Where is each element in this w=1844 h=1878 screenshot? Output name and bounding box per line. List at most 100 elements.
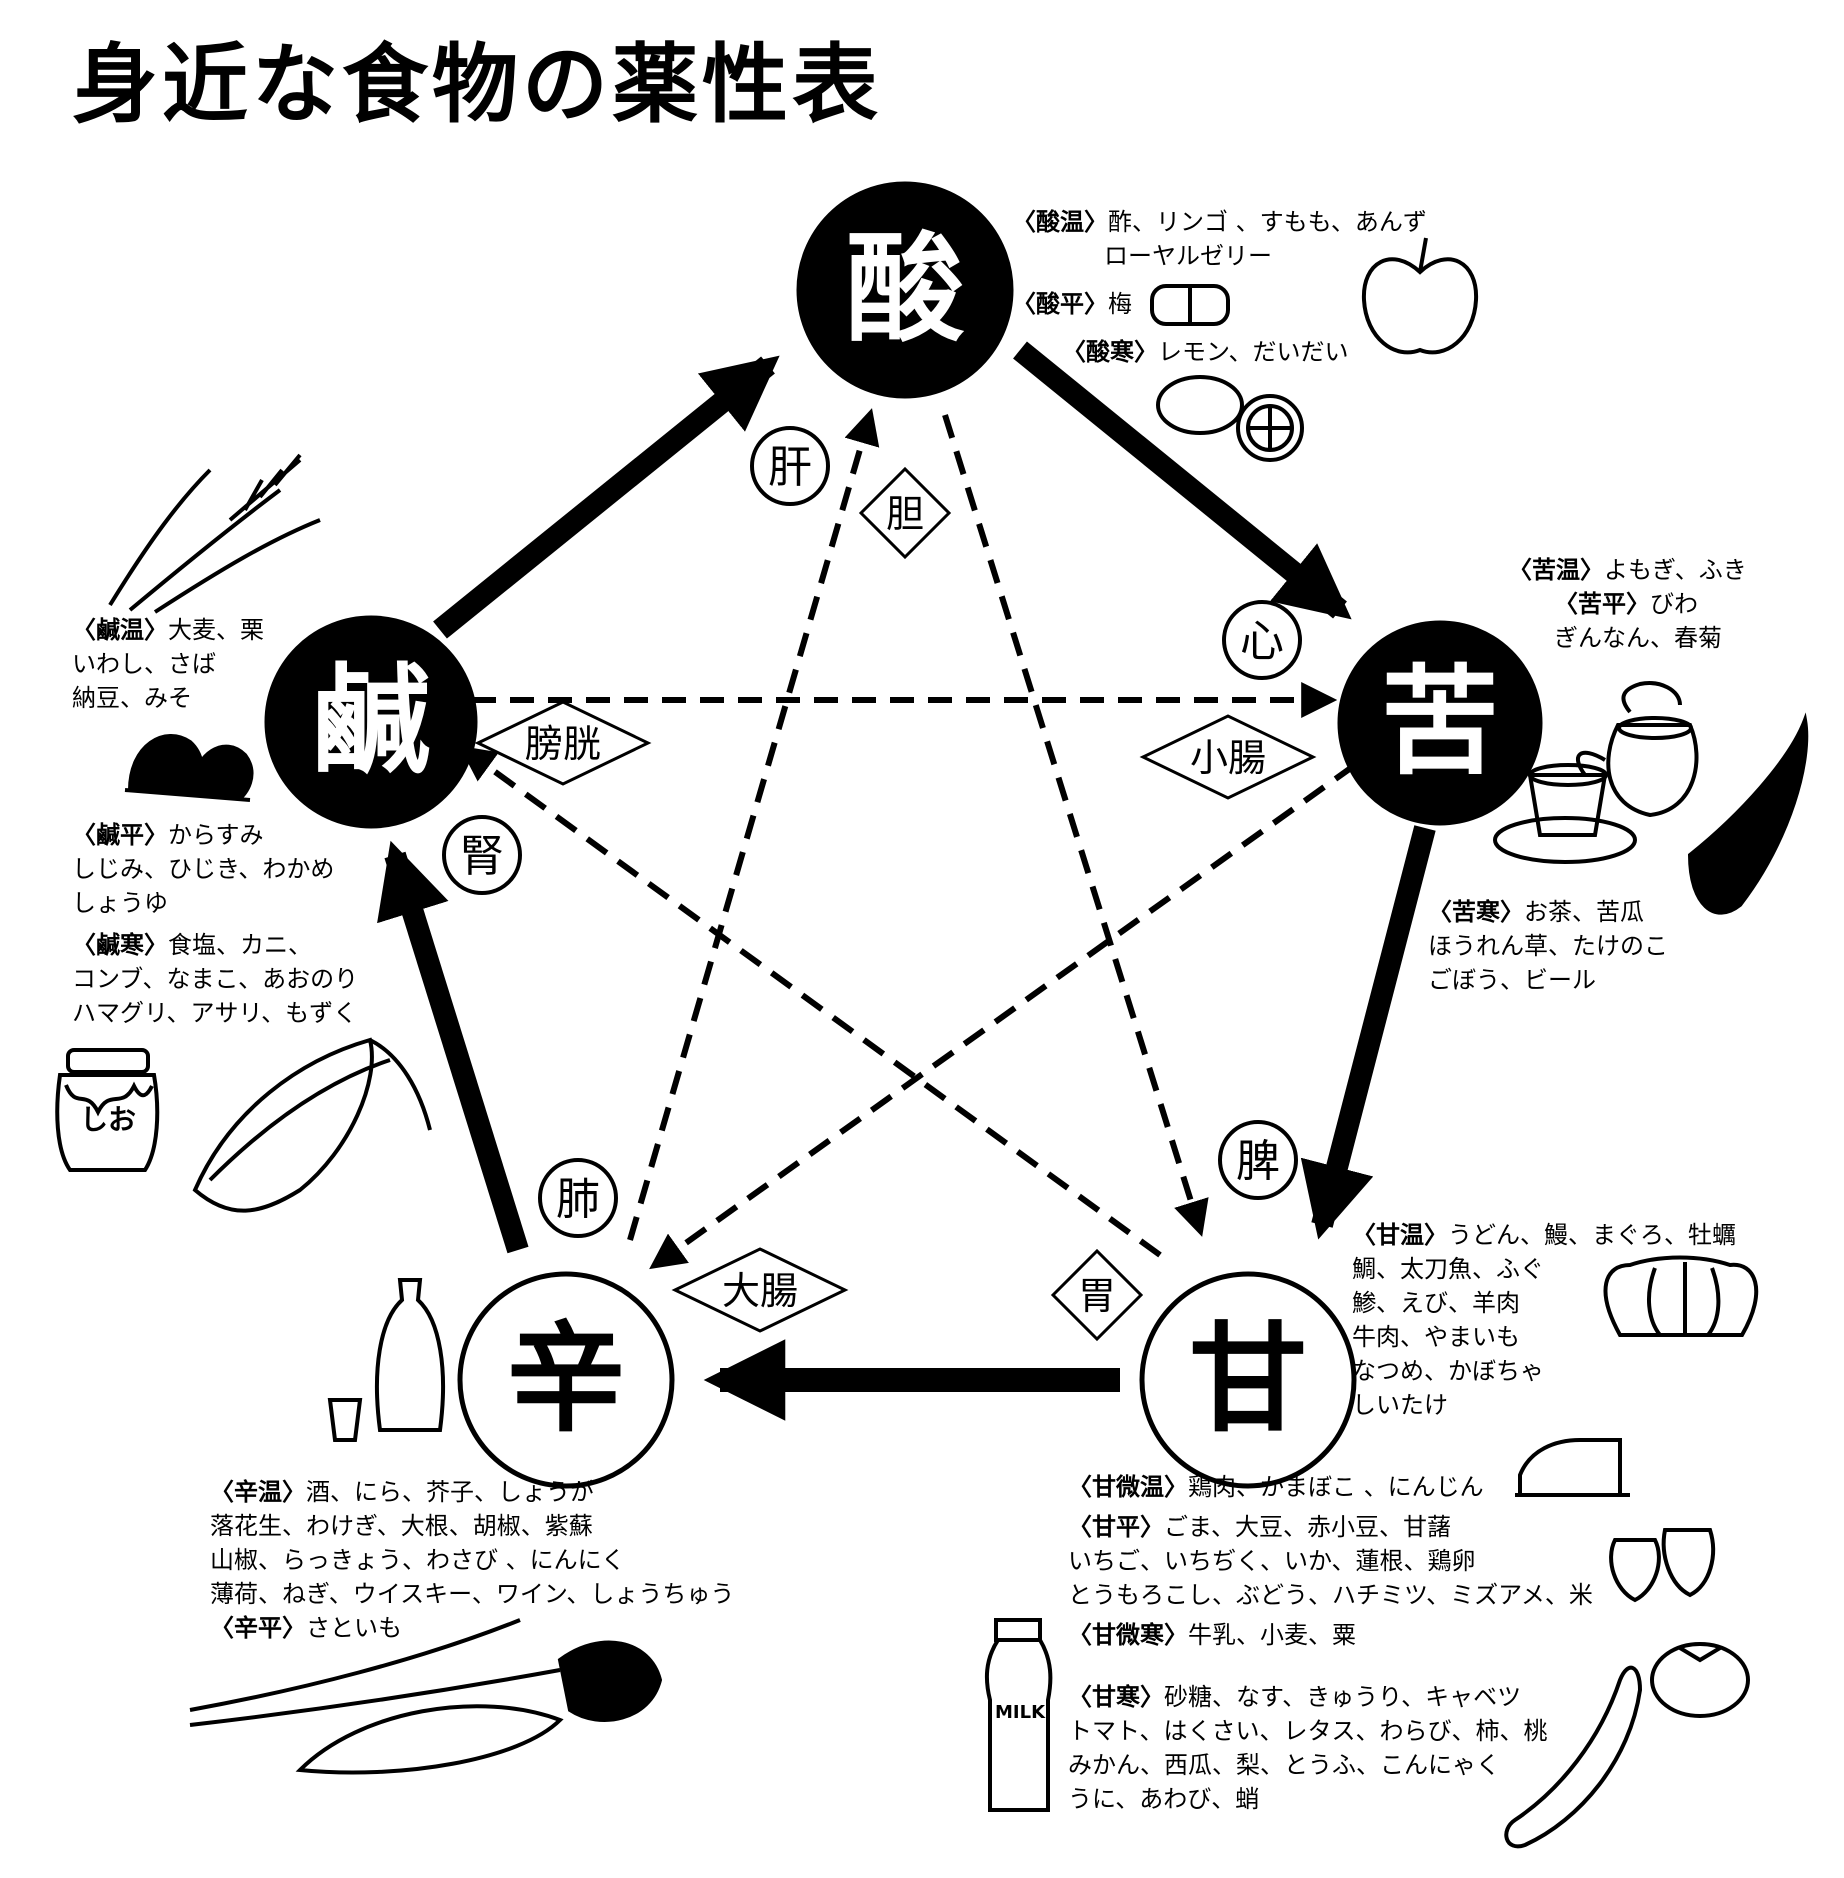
salt-jar-label: しお: [80, 1103, 137, 1136]
fu-organ-stomach: 胃: [1050, 1248, 1144, 1342]
food-line: うに、あわび、蛸: [1068, 1785, 1260, 1814]
fu-organ-diamond: [1139, 714, 1317, 800]
kamaboko-illustration: [1515, 1438, 1630, 1497]
food-line: 砂糖、なす、きゅうり、キャベツ: [1164, 1683, 1522, 1711]
wheat-illustration: [108, 453, 321, 614]
arrow-sour-to-sweet: [942, 414, 1209, 1237]
bamboo-shoot-illustration: [1687, 712, 1809, 915]
zang-organ-spleen: 脾: [1218, 1120, 1298, 1200]
food-group-sweet-warm: 〈甘温〉うどん、鰻、まぐろ、牡蠣 鯛、太刀魚、ふぐ 鯵、えび、羊肉 牛肉、やまい…: [1352, 1218, 1736, 1422]
food-line: 山椒、らっきょう、わさび 、にんにく: [210, 1546, 626, 1575]
element-node-sweet: 甘: [1139, 1271, 1357, 1489]
food-line: よもぎ、ふき: [1604, 556, 1747, 584]
element-glyph: 辛: [507, 1310, 625, 1448]
food-group-pungent: 〈辛温〉酒、にら、芥子、しょうが 落花生、わけぎ、大根、胡椒、紫蘇 山椒、らっき…: [210, 1475, 734, 1645]
zang-organ-liver: 肝: [750, 426, 830, 506]
zang-organ-label: 心: [1240, 616, 1284, 667]
food-category: 〈甘平〉: [1068, 1513, 1164, 1542]
element-node-pungent: 辛: [457, 1271, 675, 1489]
element-glyph: 酸: [846, 220, 965, 358]
fu-organ-label: 胆: [886, 492, 924, 536]
arrow-bitter-to-sweet: [1300, 825, 1436, 1240]
fu-organ-diamond: [858, 466, 952, 560]
arrow-bitter-to-pungent: [649, 762, 1357, 1270]
element-node-sour: 酸: [796, 181, 1014, 399]
food-line: トマト、はくさい、レタス、わらび、柿、桃: [1068, 1717, 1548, 1746]
milk-bottle-illustration: [984, 1618, 1053, 1812]
food-line: 鯵、えび、羊肉: [1352, 1289, 1520, 1318]
arrow-sour-to-bitter: [1013, 341, 1352, 620]
food-line: しいたけ: [1352, 1391, 1448, 1420]
pumpkin-illustration: [1603, 1255, 1759, 1337]
food-category: 〈甘微寒〉: [1068, 1621, 1188, 1650]
food-group-sour: 〈酸温〉酢、リンゴ 、すもも、あんず ローヤルゼリー 〈酸平〉梅 〈酸寒〉レモン…: [1012, 205, 1427, 369]
food-line: いわし、さば: [72, 650, 216, 679]
food-line: なつめ、かぼちゃ: [1352, 1357, 1544, 1386]
food-category: 〈苦平〉: [1554, 590, 1650, 619]
zang-organ-heart: 心: [1222, 600, 1302, 680]
arrow-pungent-to-salty: [377, 840, 529, 1254]
food-line: 薄荷、ねぎ、ウイスキー、ワイン、しょうちゅう: [210, 1580, 735, 1609]
food-group-sweet-other: 〈甘微温〉鶏肉、かまぼこ 、にんじん 〈甘平〉ごま、大豆、赤小豆、甘藷 いちご、…: [1068, 1470, 1593, 1652]
fu-organ-diamond: [671, 1247, 849, 1333]
element-circle: [264, 615, 478, 829]
zang-organ-lung: 肺: [538, 1158, 618, 1238]
page-title: 身近な食物の薬性表: [72, 35, 882, 135]
food-line: 梅: [1108, 290, 1132, 319]
fu-organ-large_intestine: 大腸: [671, 1247, 849, 1333]
food-line: 鶏肉、かまぼこ 、にんじん: [1188, 1473, 1484, 1501]
fu-organ-small_intestine: 小腸: [1139, 714, 1317, 800]
food-category: 〈酸寒〉: [1062, 338, 1158, 367]
salt-jar-illustration: [55, 1048, 160, 1172]
element-glyph: 鹹: [312, 652, 430, 790]
food-category: 〈酸平〉: [1012, 290, 1108, 319]
food-group-sweet-cold: 〈甘寒〉砂糖、なす、きゅうり、キャベツ トマト、はくさい、レタス、わらび、柿、桃…: [1068, 1680, 1548, 1816]
food-category: 〈甘微温〉: [1068, 1473, 1188, 1501]
zang-organ-circle: [538, 1158, 618, 1238]
food-line: コンブ、なまこ、あおのり: [72, 965, 359, 994]
element-circle: [796, 181, 1014, 399]
citrus-illustration: [1156, 375, 1304, 462]
food-category: 〈甘温〉: [1352, 1221, 1448, 1249]
food-category: 〈甘寒〉: [1068, 1683, 1164, 1711]
food-category: 〈苦寒〉: [1428, 898, 1524, 926]
element-circle: [1139, 1271, 1357, 1489]
strawberry-illustration: [1609, 1528, 1716, 1603]
food-line: びわ: [1650, 590, 1698, 619]
food-line: 牛肉、やまいも: [1352, 1323, 1520, 1352]
food-category: 〈酸温〉: [1012, 208, 1108, 236]
arrow-sweet-to-salty: [459, 745, 1162, 1258]
fu-organ-diamond: [474, 700, 652, 786]
zang-organ-label: 脾: [1236, 1136, 1280, 1187]
food-line: ほうれん草、たけのこ: [1428, 932, 1668, 961]
zang-organ-label: 肝: [768, 442, 812, 493]
food-line: さといも: [306, 1614, 402, 1643]
element-circle: [1337, 620, 1543, 826]
generating-cycle: [377, 341, 1436, 1421]
teacup-illustration: [1493, 763, 1637, 864]
fu-organ-gallbladder: 胆: [858, 466, 952, 560]
tomato-illustration: [1650, 1642, 1750, 1718]
cucumber-illustration: [1504, 1665, 1643, 1849]
food-category: 〈鹹温〉: [72, 616, 168, 644]
food-line: 大麦、栗: [168, 616, 264, 644]
zang-organ-circle: [1218, 1120, 1298, 1200]
food-line: 牛乳、小麦、粟: [1188, 1621, 1356, 1650]
controlling-cycle: [459, 408, 1357, 1270]
food-line: とうもろこし、ぶどう、ハチミツ、ミズアメ、米: [1068, 1581, 1593, 1610]
food-line: 落花生、わけぎ、大根、胡椒、紫蘇: [210, 1512, 593, 1541]
food-category: 〈辛温〉: [210, 1478, 306, 1506]
fu-organ-bladder: 膀胱: [474, 700, 652, 786]
food-group-salty-neutral-cold: 〈鹹平〉からすみ しじみ、ひじき、わかめ しょうゆ 〈鹹寒〉食塩、カニ、 コンブ…: [72, 818, 358, 1030]
food-group-bitter-cold: 〈苦寒〉お茶、苦瓜 ほうれん草、たけのこ ごぼう、ビール: [1428, 895, 1668, 997]
element-glyph: 甘: [1189, 1310, 1307, 1448]
zang-organ-circle: [1222, 600, 1302, 680]
element-circle: [457, 1271, 675, 1489]
food-line: レモン、だいだい: [1158, 338, 1349, 367]
milk-bottle-label: MILK: [995, 1702, 1046, 1723]
food-line: ローヤルゼリー: [1104, 242, 1272, 271]
fu-organ-label: 膀胱: [525, 722, 601, 766]
sake-bottle-illustration: [327, 1278, 446, 1442]
zang-organ-kidney: 腎: [442, 815, 522, 895]
